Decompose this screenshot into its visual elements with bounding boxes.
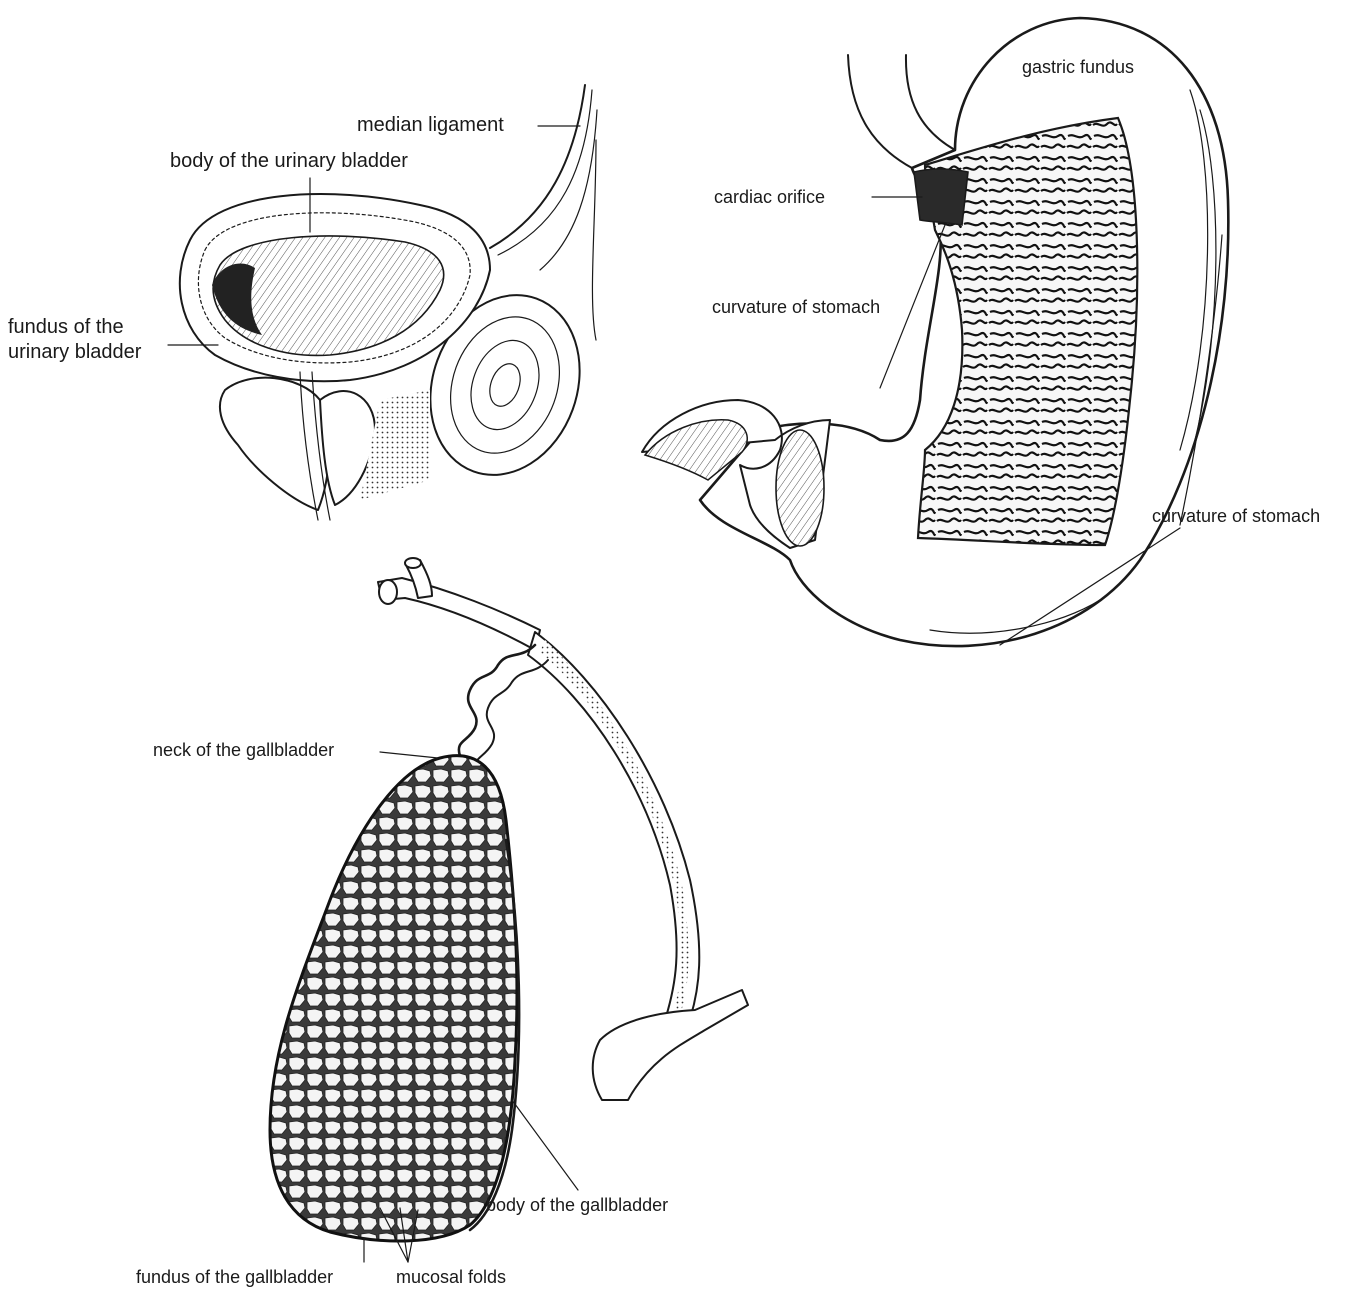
gallbladder-sac bbox=[270, 756, 517, 1241]
label-bladder-body: body of the urinary bladder bbox=[170, 149, 408, 174]
hepatic-duct bbox=[378, 578, 540, 650]
label-gallbladder-neck: neck of the gallbladder bbox=[153, 739, 334, 762]
gallbladder-drawing bbox=[270, 558, 748, 1241]
label-bladder-fundus: fundus of the urinary bladder bbox=[8, 315, 141, 365]
pyloric-canal bbox=[776, 430, 824, 546]
label-bladder-fundus-line1: fundus of the bbox=[8, 315, 141, 340]
label-median-ligament: median ligament bbox=[357, 113, 504, 138]
stomach-drawing bbox=[642, 18, 1228, 646]
label-bladder-fundus-line2: urinary bladder bbox=[8, 340, 141, 365]
label-lesser-curvature: curvature of stomach bbox=[712, 296, 880, 319]
label-gallbladder-fundus: fundus of the gallbladder bbox=[136, 1266, 333, 1289]
leader-gallbladder-body bbox=[512, 1100, 578, 1190]
leader-gallbladder-neck bbox=[380, 752, 438, 758]
label-cardiac-orifice: cardiac orifice bbox=[714, 186, 825, 209]
label-gastric-fundus: gastric fundus bbox=[1022, 56, 1134, 79]
label-greater-curvature: curvature of stomach bbox=[1152, 505, 1320, 528]
common-bile-duct bbox=[528, 632, 699, 1025]
label-mucosal-folds: mucosal folds bbox=[396, 1266, 506, 1289]
ligament-strand bbox=[490, 85, 585, 248]
cystic-duct bbox=[459, 645, 535, 756]
label-gallbladder-body: body of the gallbladder bbox=[486, 1194, 668, 1217]
